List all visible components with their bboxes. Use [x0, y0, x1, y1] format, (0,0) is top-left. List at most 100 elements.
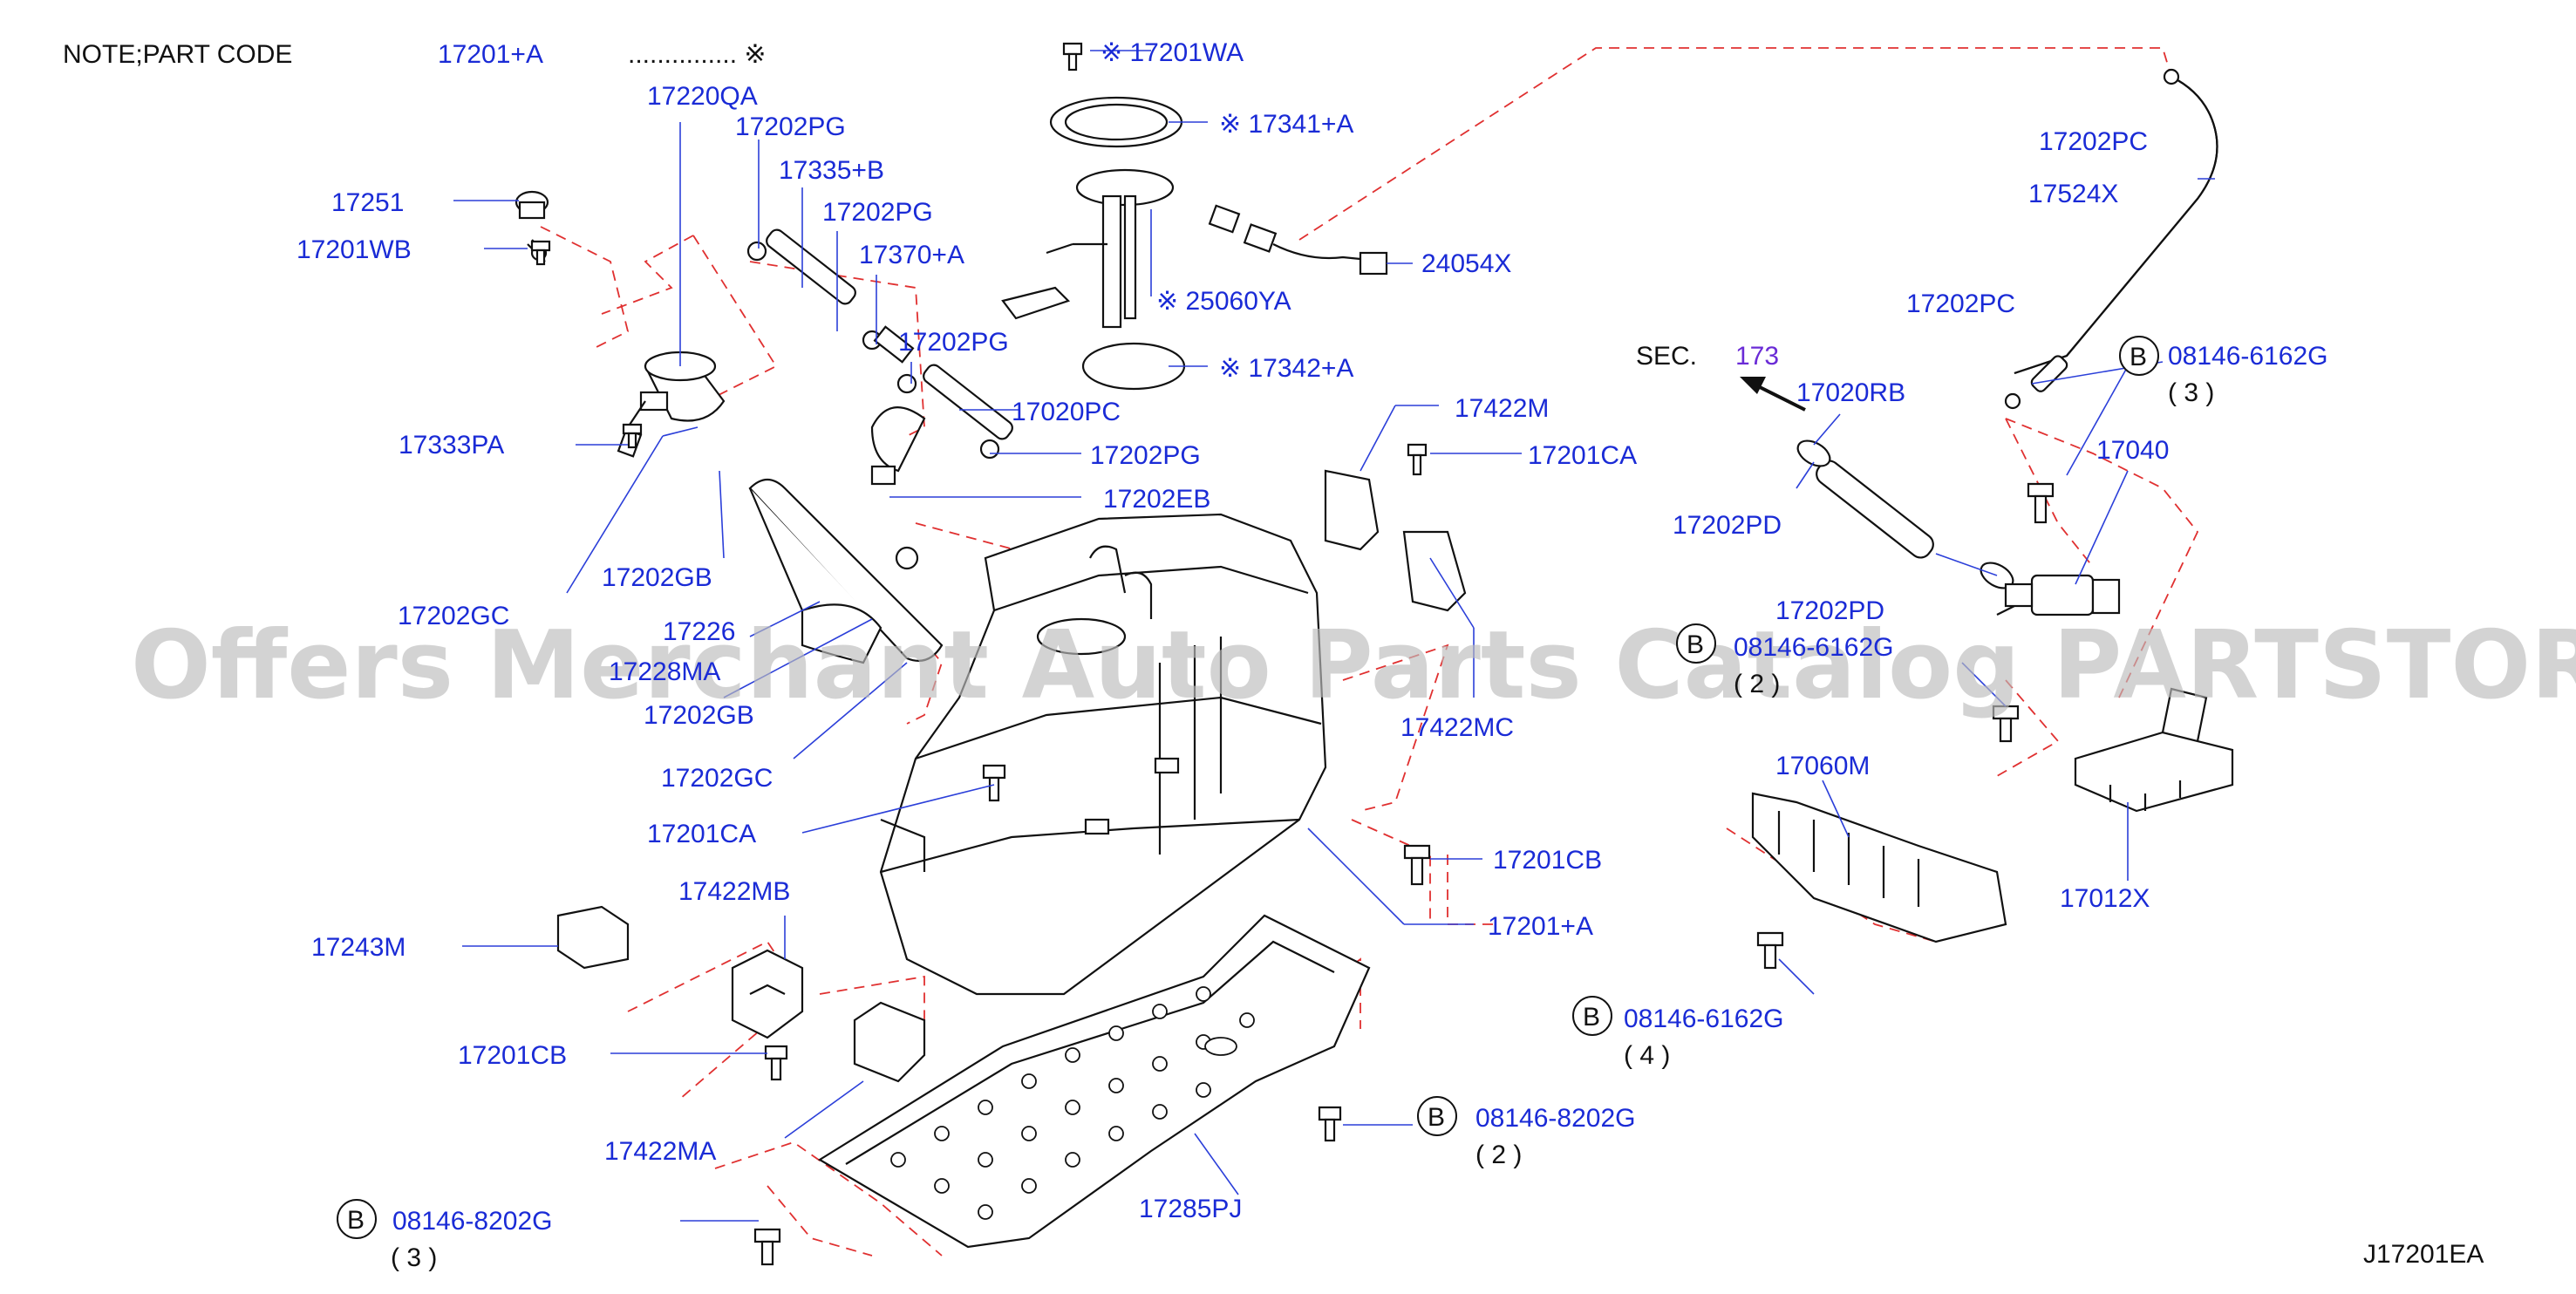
bolt-letter: B	[2130, 343, 2147, 371]
fuel-pump	[1001, 168, 1241, 329]
header-note: NOTE;PART CODE 17201+A ............... ※	[63, 40, 767, 69]
pump-harness	[1243, 223, 1388, 276]
label-17020PC: 17020PC	[1012, 398, 1121, 426]
label-17202PD-a: 17202PD	[1673, 511, 1782, 540]
bolt-callout-b2: B 08146-6162G ( 2 )	[1676, 623, 1894, 698]
label-17342A: ※ 17342+A	[1219, 354, 1353, 383]
valve-17040	[1996, 574, 2121, 616]
leader-lines	[453, 50, 2215, 1222]
b-circle-icon	[337, 1199, 377, 1239]
bolt-qty: ( 2 )	[1475, 1141, 1522, 1169]
protector-plate	[817, 914, 1371, 1249]
hose-upper	[746, 228, 1013, 460]
bolt-code: 08146-8202G	[1475, 1104, 1636, 1133]
label-17012X: 17012X	[2060, 884, 2150, 913]
label-17202GB-a: 17202GB	[602, 563, 712, 592]
insulator-17243M	[556, 905, 630, 970]
watermark-text: Offers Merchant Auto Parts Catalog PARTS…	[131, 611, 2576, 720]
bolt-callout-b3: B 08146-6162G ( 4 )	[1572, 996, 1784, 1070]
bolt-code: 08146-6162G	[1624, 1005, 1784, 1033]
b-circle-icon	[1417, 1096, 1457, 1136]
label-17202PG-d: 17202PG	[1090, 441, 1201, 470]
label-17370A: 17370+A	[859, 241, 964, 269]
label-17333PA: 17333PA	[399, 431, 504, 460]
bolt-code: 08146-6162G	[2168, 342, 2328, 371]
label-17202PD-b: 17202PD	[1775, 596, 1884, 625]
bolt-qty: ( 4 )	[1624, 1041, 1670, 1070]
sec-prefix: SEC.	[1636, 342, 1697, 371]
label-17201WA: ※ 17201WA	[1101, 38, 1244, 67]
section-reference[interactable]: SEC. 173	[1636, 342, 1779, 371]
bolt-shapes	[530, 42, 2055, 1266]
label-17201CA-b: 17201CA	[1528, 441, 1637, 470]
bolt-qty: ( 2 )	[1734, 670, 1780, 698]
filler-hose	[748, 478, 944, 664]
label-17020RB: 17020RB	[1796, 378, 1905, 407]
label-17524X: 17524X	[2028, 180, 2118, 208]
b-circle-icon	[2119, 336, 2159, 376]
label-17226: 17226	[663, 617, 735, 646]
bolt-letter: B	[1428, 1103, 1445, 1132]
sec-number[interactable]: 173	[1735, 342, 1779, 371]
label-17220QA: 17220QA	[647, 82, 758, 111]
bracket-17422MA	[853, 1001, 926, 1083]
label-17285PJ: 17285PJ	[1139, 1195, 1242, 1223]
pump-gasket	[1049, 96, 1183, 148]
bracket-17422M	[1324, 469, 1380, 551]
bolt-code: 08146-8202G	[392, 1207, 553, 1236]
bolt-callout-b1: B 08146-6162G ( 3 )	[2119, 336, 2328, 407]
bracket-17422MB	[731, 949, 804, 1039]
label-17201CB-b: 17201CB	[1493, 846, 1602, 875]
note-prefix: NOTE;PART CODE	[63, 40, 292, 69]
b-circle-icon	[1572, 996, 1612, 1036]
label-17202GC-a: 17202GC	[398, 602, 509, 630]
label-17341A: ※ 17341+A	[1219, 110, 1353, 139]
label-17202PG-a: 17202PG	[735, 112, 846, 141]
label-17251: 17251	[331, 188, 404, 217]
label-17202PG-c: 17202PG	[898, 328, 1009, 357]
bolt-letter: B	[1687, 630, 1704, 659]
note-dots: ............... ※	[628, 40, 767, 69]
bolt-qty: ( 3 )	[2168, 378, 2214, 407]
plate-holes	[890, 986, 1255, 1220]
bolt-qty: ( 3 )	[391, 1243, 437, 1272]
label-17201CA-a: 17201CA	[647, 820, 756, 848]
bolt-letter: B	[347, 1206, 365, 1235]
bracket-17012X	[2074, 687, 2234, 813]
label-17202PC-b: 17202PC	[1906, 289, 2015, 318]
label-17335B: 17335+B	[779, 156, 884, 185]
bolt-code: 08146-6162G	[1734, 633, 1894, 662]
label-17422MB: 17422MB	[678, 877, 790, 906]
label-17422M: 17422M	[1455, 394, 1549, 423]
label-17422MA: 17422MA	[604, 1137, 716, 1166]
label-17243M: 17243M	[311, 933, 405, 962]
label-17202PG-b: 17202PG	[822, 198, 933, 227]
label-25060YA: ※ 25060YA	[1156, 287, 1291, 316]
bolt-letter: B	[1583, 1003, 1600, 1032]
label-17201CB-a: 17201CB	[458, 1041, 567, 1070]
label-17201A: 17201+A	[1488, 912, 1593, 941]
label-17060M: 17060M	[1775, 752, 1870, 780]
part-labels: 17220QA 17202PG 17335+B 17202PG 17370+A …	[296, 38, 2169, 1223]
label-17202GC-b: 17202GC	[661, 764, 773, 793]
bolt-callout-b4: B 08146-8202G ( 2 )	[1417, 1096, 1636, 1169]
label-17201WB: 17201WB	[296, 235, 412, 264]
label-24054X: 24054X	[1421, 249, 1511, 278]
fuel-tank	[879, 513, 1327, 996]
shield-17060M	[1751, 792, 2007, 943]
label-17202PC-a: 17202PC	[2039, 127, 2148, 156]
clamp-17202EB	[870, 406, 926, 486]
label-17202EB: 17202EB	[1103, 485, 1210, 514]
label-17228MA: 17228MA	[609, 657, 720, 686]
sec-arrow-icon	[1740, 377, 1806, 412]
drawing-id: J17201EA	[2363, 1240, 2484, 1269]
label-17202GB-b: 17202GB	[644, 701, 754, 730]
filler-tube	[626, 351, 726, 437]
note-part-code: 17201+A	[438, 40, 543, 69]
label-17040: 17040	[2096, 436, 2169, 465]
b-circle-icon	[1676, 623, 1716, 664]
bolt-callout-b5: B 08146-8202G ( 3 )	[337, 1199, 553, 1272]
label-17422MC: 17422MC	[1400, 713, 1514, 742]
hose-17020RB	[1796, 439, 2014, 589]
